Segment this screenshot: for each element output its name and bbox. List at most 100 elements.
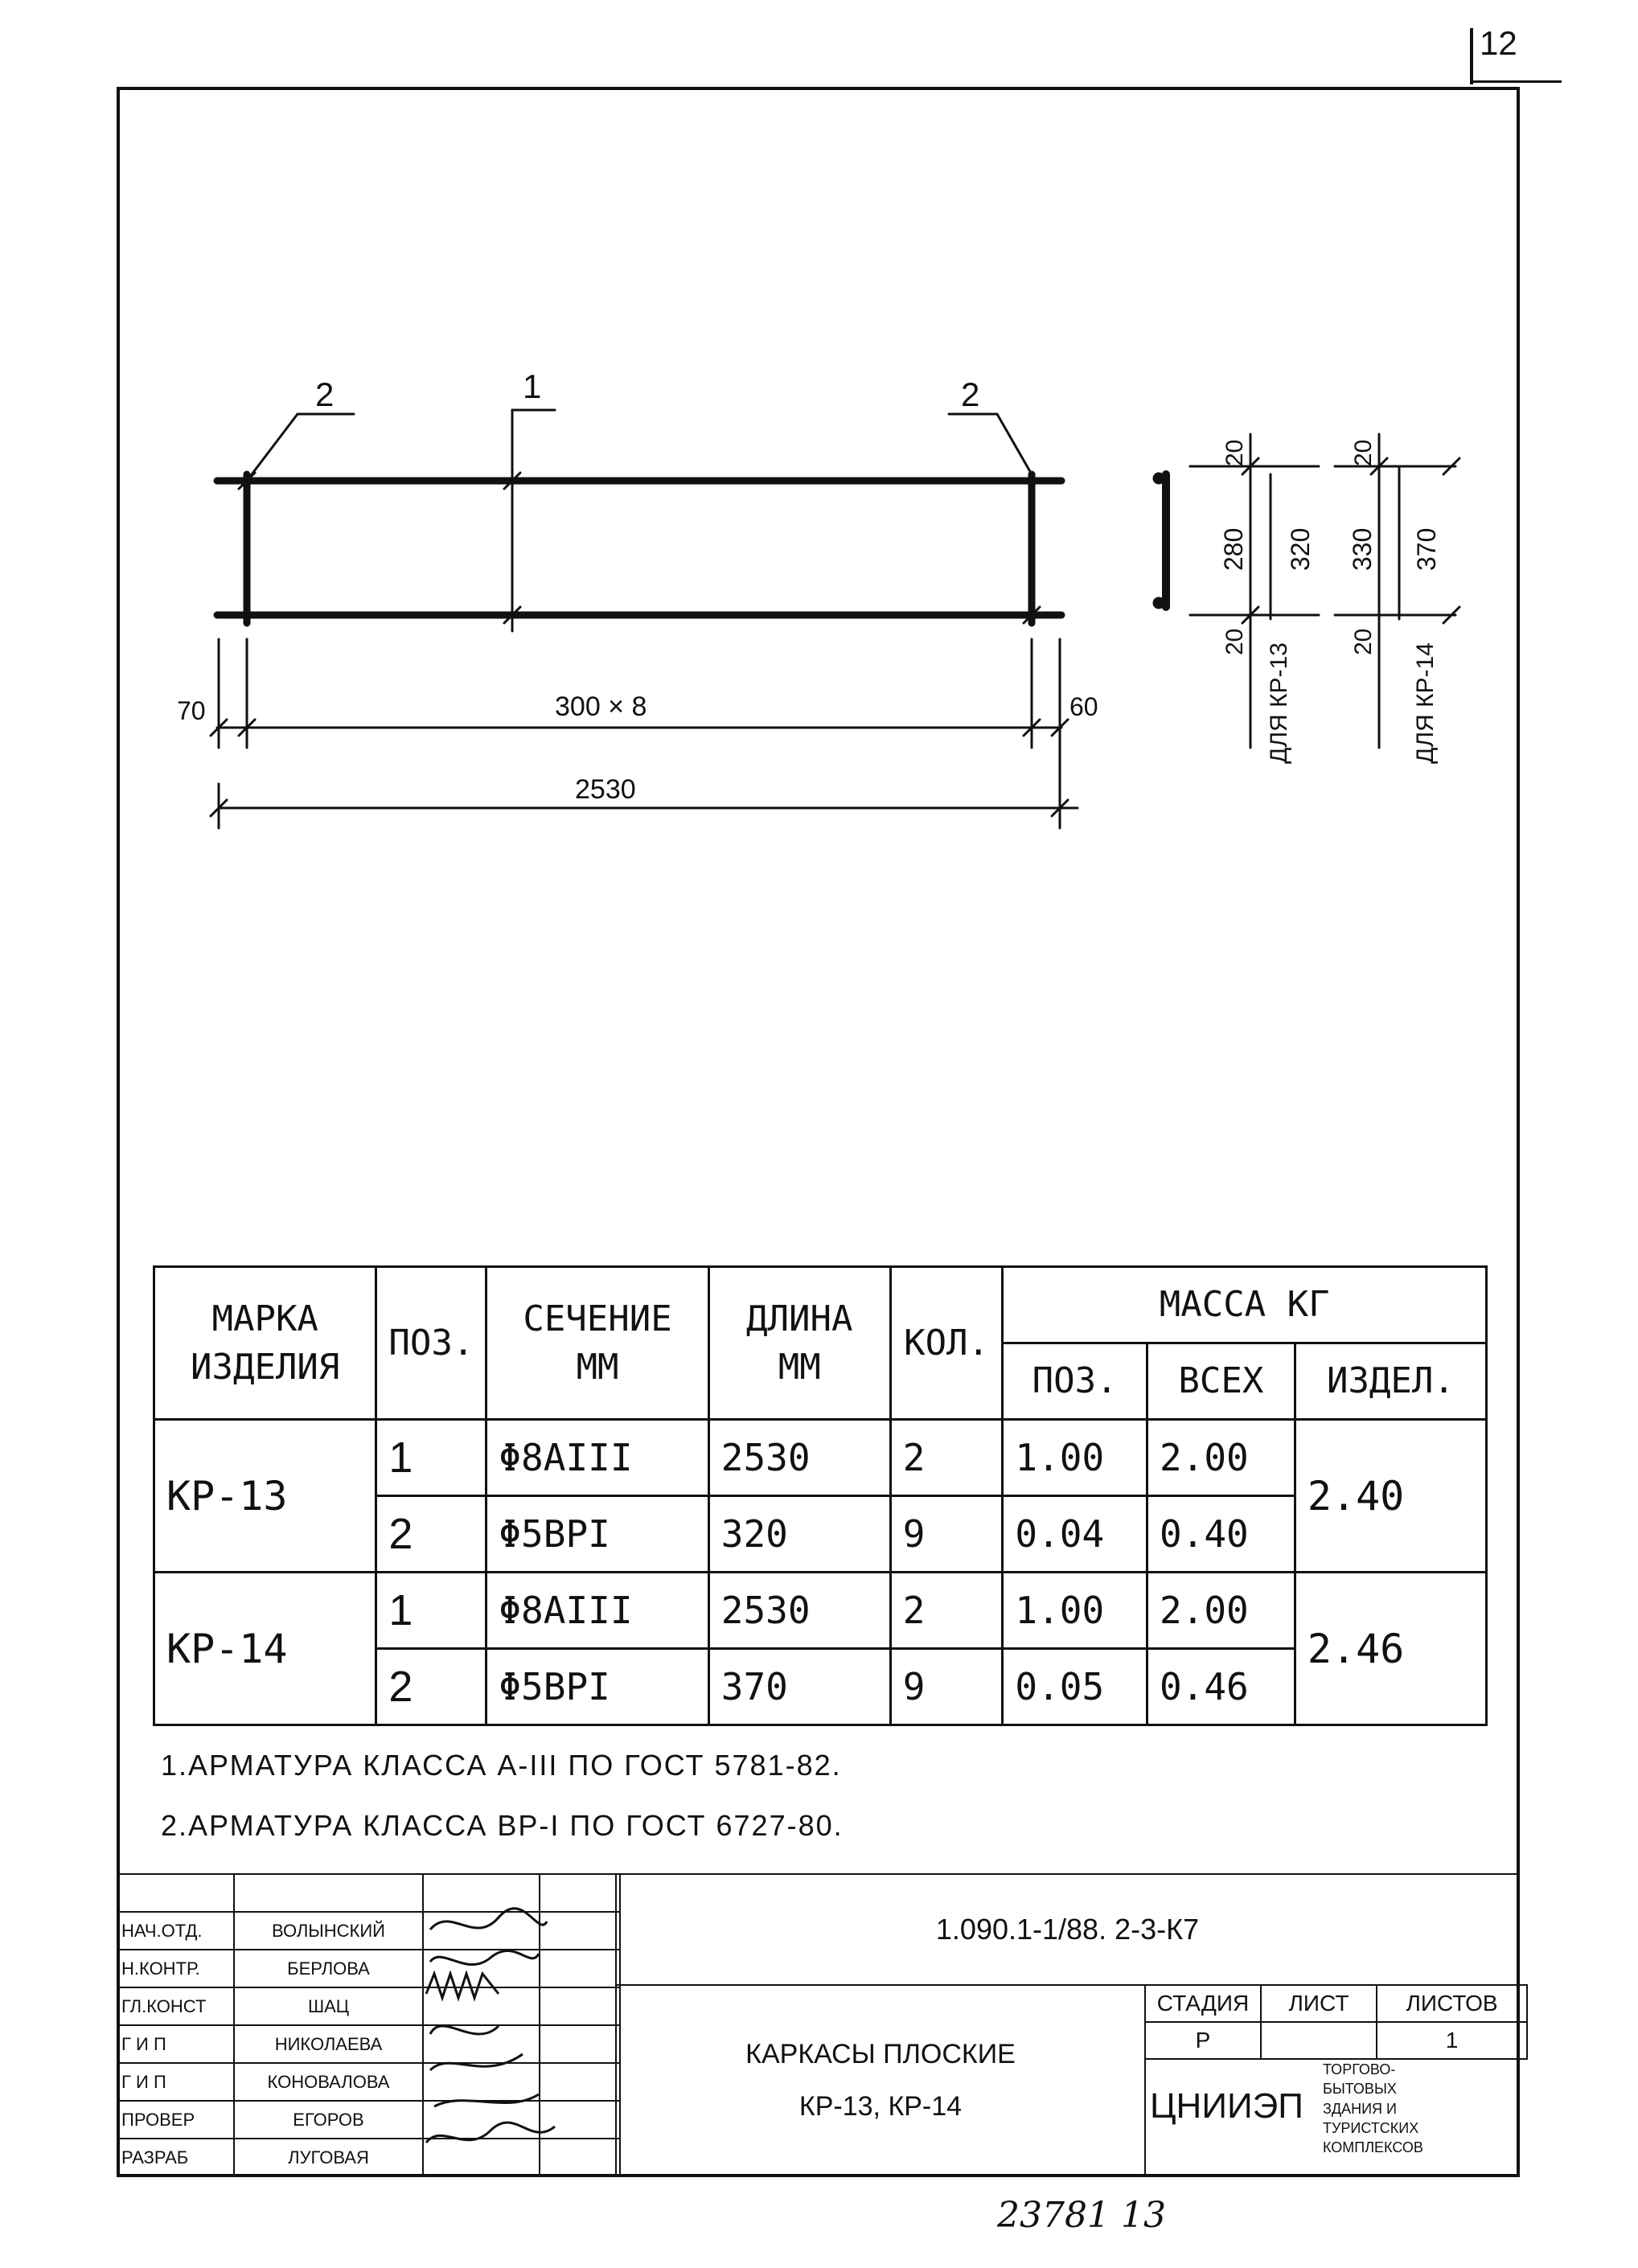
row-length: 2530 bbox=[707, 1571, 892, 1650]
staff-role: Г И П bbox=[117, 2062, 235, 2102]
row-mass-pos: 1.00 bbox=[1001, 1418, 1148, 1497]
staff-row: Г И П КОНОВАЛОВА bbox=[117, 2062, 621, 2102]
staff-name: ШАЦ bbox=[233, 1987, 424, 2026]
header-qty: КОЛ. bbox=[889, 1265, 1004, 1421]
row-qty: 9 bbox=[889, 1495, 1004, 1573]
row-mass-all: 2.00 bbox=[1145, 1571, 1296, 1650]
callout-leader-right bbox=[947, 412, 1033, 476]
note-1: 1.АРМАТУРА КЛАССА А-III ПО ГОСТ 5781-82. bbox=[161, 1749, 842, 1782]
staff-role: ГЛ.КОНСТ bbox=[117, 1987, 235, 2026]
signature bbox=[422, 2100, 540, 2139]
signature bbox=[422, 1911, 540, 1950]
row-mass-pos: 0.04 bbox=[1001, 1495, 1148, 1573]
row-qty: 2 bbox=[889, 1571, 1004, 1650]
row-pos: 2 bbox=[375, 1647, 488, 1726]
section-a-middle: 280 bbox=[1219, 528, 1248, 571]
staff-role: Г И П bbox=[117, 2024, 235, 2064]
section-b-bottom: 20 bbox=[1350, 629, 1377, 655]
drawing-title-line1: КАРКАСЫ ПЛОСКИЕ bbox=[745, 2039, 1016, 2070]
stage-value: Р bbox=[1144, 2021, 1262, 2060]
row-mass-pos: 1.00 bbox=[1001, 1571, 1148, 1650]
callout-right: 2 bbox=[961, 375, 979, 413]
inventory-number: 23781 13 bbox=[997, 2195, 1166, 2236]
row-length: 320 bbox=[707, 1495, 892, 1573]
header-mass-item: ИЗДЕЛ. bbox=[1293, 1342, 1488, 1421]
header-mass-pos: ПОЗ. bbox=[1001, 1342, 1148, 1421]
staff-row: ПРОВЕР ЕГОРОВ bbox=[117, 2100, 621, 2139]
row-mass-all: 0.46 bbox=[1145, 1647, 1296, 1726]
section-a-top: 20 bbox=[1221, 440, 1248, 466]
signature bbox=[422, 2062, 540, 2102]
staff-name: ВОЛЫНСКИЙ bbox=[233, 1911, 424, 1950]
sheets-header: ЛИСТОВ bbox=[1376, 1984, 1528, 2023]
note-2: 2.АРМАТУРА КЛАССА ВР-I ПО ГОСТ 6727-80. bbox=[161, 1809, 844, 1842]
row-mass-pos: 0.05 bbox=[1001, 1647, 1148, 1726]
staff-row: НАЧ.ОТД. ВОЛЫНСКИЙ bbox=[117, 1911, 621, 1950]
header-mass-all: ВСЕХ bbox=[1145, 1342, 1296, 1421]
row-length: 370 bbox=[707, 1647, 892, 1726]
staff-row: ГЛ.КОНСТ ШАЦ bbox=[117, 1987, 621, 2026]
table-row: 2 Φ5BPI 370 9 0.05 0.46 bbox=[154, 1647, 1487, 1726]
staff-table: НАЧ.ОТД. ВОЛЫНСКИЙ Н.КОНТР. БЕРЛОВА ГЛ.К… bbox=[117, 1873, 621, 2177]
signature bbox=[422, 2024, 540, 2064]
drawing-title-line2: КР-13, КР-14 bbox=[798, 2091, 963, 2122]
section-a-label: ДЛЯ КР-13 bbox=[1266, 642, 1292, 764]
row-pos: 1 bbox=[375, 1571, 488, 1650]
item-mark: КР-14 bbox=[152, 1571, 378, 1726]
dim-middle: 300 × 8 bbox=[555, 691, 647, 722]
section-b-top: 20 bbox=[1350, 440, 1377, 466]
stage-table: СТАДИЯ ЛИСТ ЛИСТОВ Р 1 bbox=[1144, 1984, 1528, 2060]
sheet-value bbox=[1260, 2021, 1377, 2060]
section-b-middle: 330 bbox=[1348, 528, 1377, 571]
staff-row: Н.КОНТР. БЕРЛОВА bbox=[117, 1949, 621, 1988]
dim-left: 70 bbox=[177, 696, 206, 725]
row-section: Φ8AIII bbox=[485, 1571, 710, 1650]
callout-left: 2 bbox=[315, 375, 334, 413]
organization-box bbox=[1144, 2058, 1520, 2177]
staff-role: НАЧ.ОТД. bbox=[117, 1911, 235, 1950]
row-qty: 2 bbox=[889, 1418, 1004, 1497]
organization-name: ЦНИИЭП bbox=[1150, 2086, 1303, 2126]
header-section: СЕЧЕНИЕ ММ bbox=[485, 1265, 710, 1421]
staff-role: ПРОВЕР bbox=[117, 2100, 235, 2139]
item-mark: КР-13 bbox=[152, 1418, 378, 1573]
table-row: 2 Φ5BPI 320 9 0.04 0.40 bbox=[154, 1495, 1487, 1573]
sheet-number-underline bbox=[1473, 80, 1562, 83]
staff-role: Н.КОНТР. bbox=[117, 1949, 235, 1988]
signatures-drawing bbox=[425, 1907, 556, 2144]
row-qty: 9 bbox=[889, 1647, 1004, 1726]
row-mass-all: 0.40 bbox=[1145, 1495, 1296, 1573]
stage-header: СТАДИЯ bbox=[1144, 1984, 1262, 2023]
staff-row: РАЗРАБ ЛУГОВАЯ bbox=[117, 2138, 621, 2177]
row-length: 2530 bbox=[707, 1418, 892, 1497]
row-pos: 2 bbox=[375, 1495, 488, 1573]
specification-table: МАРКА ИЗДЕЛИЯ ПОЗ. СЕЧЕНИЕ ММ ДЛИНА ММ К… bbox=[152, 1265, 1488, 1726]
dim-right: 60 bbox=[1069, 692, 1098, 721]
callout-leader-left bbox=[245, 412, 355, 482]
table-row: КР-13 1 Φ8AIII 2530 2 1.00 2.00 2.40 bbox=[152, 1418, 1488, 1573]
staff-name: ЛУГОВАЯ bbox=[233, 2138, 424, 2177]
sheet-header: ЛИСТ bbox=[1260, 1984, 1377, 2023]
callout-middle: 1 bbox=[523, 367, 541, 405]
header-mark: МАРКА ИЗДЕЛИЯ bbox=[152, 1265, 378, 1421]
sheet-number: 12 bbox=[1480, 24, 1517, 62]
signature bbox=[422, 1949, 540, 1988]
section-a-bottom: 20 bbox=[1221, 629, 1248, 655]
item-total-mass: 2.46 bbox=[1293, 1571, 1488, 1726]
row-pos: 1 bbox=[375, 1418, 488, 1497]
section-b-label: ДЛЯ КР-14 bbox=[1412, 642, 1439, 764]
header-pos: ПОЗ. bbox=[375, 1265, 488, 1421]
section-b-total: 370 bbox=[1412, 528, 1441, 571]
sheets-value: 1 bbox=[1376, 2021, 1528, 2060]
header-length: ДЛИНА ММ bbox=[707, 1265, 892, 1421]
table-row: КР-14 1 Φ8AIII 2530 2 1.00 2.00 2.46 bbox=[152, 1571, 1488, 1726]
staff-name: НИКОЛАЕВА bbox=[233, 2024, 424, 2064]
sheet-number-divider bbox=[1470, 28, 1473, 84]
staff-name: ЕГОРОВ bbox=[233, 2100, 424, 2139]
document-code: 1.090.1-1/88. 2-3-К7 bbox=[615, 1873, 1520, 1986]
frame-drawing: 2 1 2 70 300 × 8 60 2530 20 280 320 20 Д… bbox=[177, 367, 1461, 830]
section-a-total: 320 bbox=[1286, 528, 1315, 571]
drawing-title: КАРКАСЫ ПЛОСКИЕ КР-13, КР-14 bbox=[615, 1984, 1146, 2177]
header-mass: МАССА КГ bbox=[1001, 1265, 1488, 1344]
organization-description: ТОРГОВО- БЫТОВЫХ ЗДАНИЯ И ТУРИСТСКИХ КОМ… bbox=[1323, 2061, 1423, 2156]
